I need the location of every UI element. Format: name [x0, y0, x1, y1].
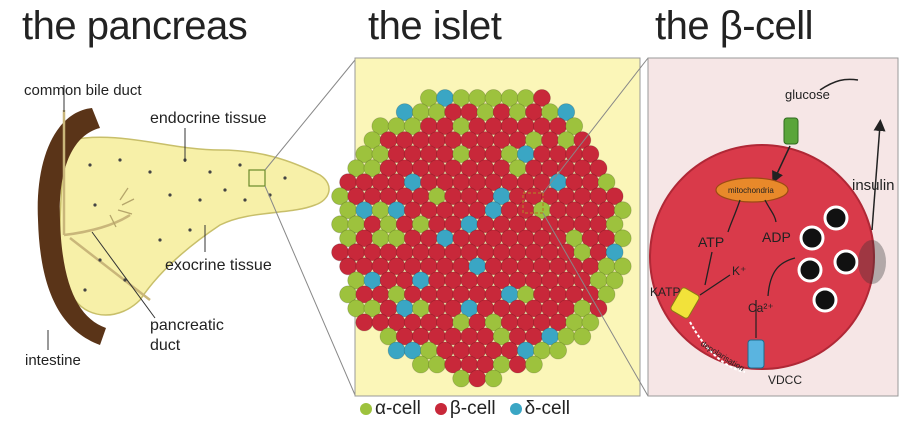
legend-label-beta: β-cell: [450, 398, 496, 420]
label-adp: ADP: [762, 229, 791, 245]
label-k-plus: K⁺: [732, 264, 746, 278]
label-k-atp: KATP: [650, 285, 680, 299]
alpha-cell: [525, 356, 542, 373]
beta-cell: [356, 314, 373, 331]
beta-cell: [469, 370, 486, 387]
legend-item-beta: β-cell: [435, 398, 496, 420]
label-ca: Ca²⁺: [748, 301, 774, 315]
legend-swatch-alpha: [360, 403, 372, 415]
beta-cell: [509, 356, 526, 373]
alpha-cell: [453, 370, 470, 387]
label-endocrine-tissue: endocrine tissue: [150, 110, 267, 127]
legend-label-delta: δ-cell: [525, 398, 570, 420]
alpha-cell: [412, 356, 429, 373]
label-mitochondria: mitochondria: [728, 186, 774, 195]
alpha-cell: [574, 328, 591, 345]
label-common-bile-duct: common bile duct: [24, 82, 142, 99]
label-insulin: insulin: [852, 177, 895, 194]
label-vdcc: VDCC: [768, 373, 802, 387]
legend-swatch-delta: [510, 403, 522, 415]
legend-item-alpha: α-cell: [360, 398, 421, 420]
pancreas-body: [60, 137, 329, 315]
alpha-cell: [429, 356, 446, 373]
legend-swatch-beta: [435, 403, 447, 415]
label-glucose: glucose: [785, 87, 830, 102]
label-exocrine-tissue: exocrine tissue: [165, 257, 272, 274]
label-atp: ATP: [698, 234, 724, 250]
glucose-transporter: [784, 118, 798, 144]
label-pancreatic: pancreatic: [150, 317, 224, 334]
alpha-cell: [485, 370, 502, 387]
legend-label-alpha: α-cell: [375, 398, 421, 420]
label-duct: duct: [150, 337, 181, 354]
alpha-cell: [550, 342, 567, 359]
label-intestine: intestine: [25, 352, 81, 369]
vdcc-channel: [748, 340, 764, 368]
delta-cell: [388, 342, 405, 359]
legend-item-delta: δ-cell: [510, 398, 570, 420]
cell-legend: α-cell β-cell δ-cell: [360, 398, 570, 420]
